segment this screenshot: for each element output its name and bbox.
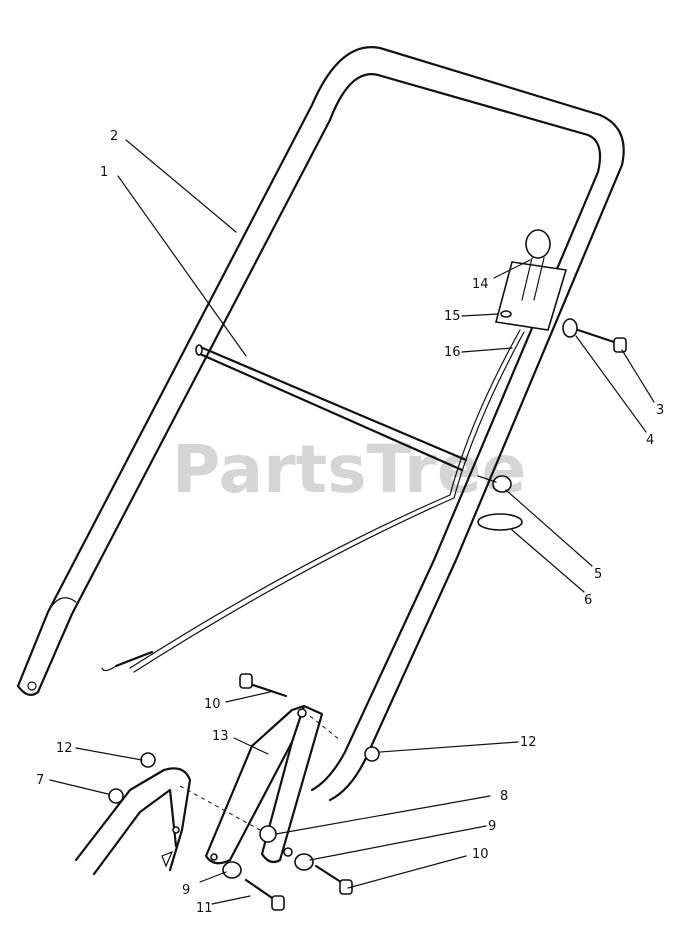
- leader-lines: [49, 139, 655, 905]
- callout-10-lower: 10: [472, 847, 489, 862]
- callout-2: 2: [110, 129, 118, 144]
- callout-11: 11: [196, 901, 213, 916]
- hardware: [364, 310, 627, 762]
- upper-handle: [16, 46, 625, 802]
- callout-5: 5: [594, 567, 602, 582]
- lower-bolts: [222, 673, 353, 911]
- callout-labels: 1 2 3 4 5 6 7 8 9 9 10 10 11 12 12 13 14…: [36, 129, 664, 916]
- deck-bracket: [74, 752, 261, 876]
- lower-handle: [204, 704, 341, 865]
- callout-9-left: 9: [182, 883, 190, 898]
- control-bracket: [494, 229, 568, 331]
- callout-10-upper: 10: [204, 697, 221, 712]
- callout-3: 3: [656, 403, 664, 418]
- callout-7: 7: [36, 773, 44, 788]
- callout-8: 8: [500, 789, 508, 804]
- callout-12-left: 12: [56, 741, 73, 756]
- callout-12-right: 12: [520, 735, 537, 750]
- callout-4: 4: [646, 433, 654, 448]
- callout-16: 16: [444, 345, 461, 360]
- callout-13: 13: [212, 729, 229, 744]
- callout-14: 14: [472, 277, 489, 292]
- control-cable: [101, 329, 525, 673]
- callout-1: 1: [100, 165, 108, 180]
- cross-bar: [195, 344, 468, 472]
- callout-9-right: 9: [488, 819, 496, 834]
- callout-15: 15: [444, 309, 461, 324]
- watermark: PartsTree: [172, 431, 526, 508]
- callout-6: 6: [584, 593, 592, 608]
